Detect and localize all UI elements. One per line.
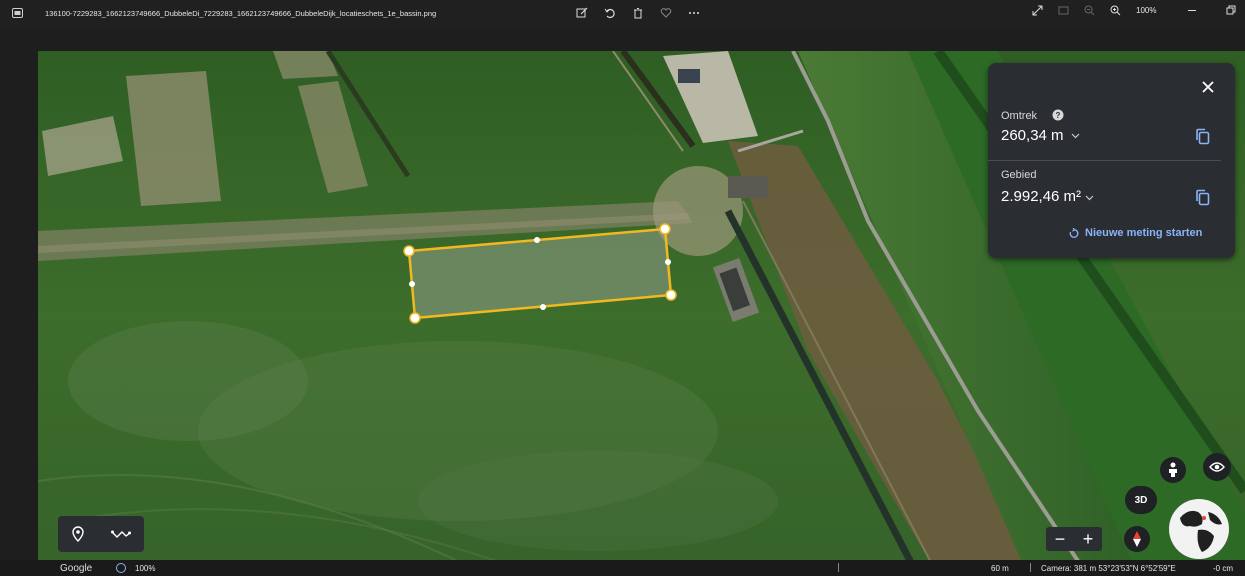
new-measurement-button[interactable]: Nieuwe meting starten xyxy=(1068,227,1202,239)
street-view-pegman-button[interactable] xyxy=(1160,457,1186,483)
zoom-out-icon[interactable] xyxy=(1084,5,1095,16)
google-logo: Google xyxy=(60,563,93,574)
help-icon[interactable]: ? xyxy=(1052,109,1064,121)
globe-icon[interactable] xyxy=(1168,498,1230,560)
map-tools xyxy=(58,516,144,552)
pegman-icon xyxy=(1169,462,1177,477)
svg-text:?: ? xyxy=(1056,111,1061,120)
vertex-handle xyxy=(409,312,421,324)
compass-button[interactable] xyxy=(1124,526,1150,552)
photos-app-icon xyxy=(12,8,23,18)
elevation-info: -0 cm xyxy=(1213,564,1233,573)
place-pin-icon[interactable] xyxy=(71,526,85,542)
perimeter-value[interactable]: 260,34 m xyxy=(1001,127,1064,144)
close-icon[interactable] xyxy=(1198,77,1218,97)
new-measurement-label: Nieuwe meting starten xyxy=(1085,227,1203,239)
scale-label: 60 m xyxy=(991,564,1009,573)
restore-icon[interactable] xyxy=(1224,5,1238,16)
copy-perimeter-icon[interactable] xyxy=(1195,128,1211,146)
vertex-handle xyxy=(659,223,671,235)
view-toggle-button[interactable] xyxy=(1203,453,1231,481)
title-bar: 136100-7229283_1662123749666_DubbeleDi_7… xyxy=(0,0,1245,28)
midpoint-handle xyxy=(409,281,415,287)
copy-area-icon[interactable] xyxy=(1195,189,1211,207)
restart-icon xyxy=(1069,227,1079,238)
expand-icon[interactable] xyxy=(1032,5,1043,16)
toggle-3d-label: 3D xyxy=(1134,494,1148,506)
image-toolbar xyxy=(575,5,701,21)
vertex-handle xyxy=(665,289,677,301)
status-bar: Google 100% 60 m Camera: 381 m 53°23'53"… xyxy=(0,560,1245,576)
satellite-map[interactable] xyxy=(38,51,1245,576)
window-title: 136100-7229283_1662123749666_DubbeleDi_7… xyxy=(45,9,437,18)
camera-info: Camera: 381 m 53°23'53"N 6°52'59"E xyxy=(1041,564,1176,573)
scale-tick xyxy=(838,563,839,572)
zoom-controls: − + xyxy=(1046,527,1102,551)
draw-path-icon[interactable] xyxy=(111,528,131,540)
midpoint-handle xyxy=(540,304,546,310)
toggle-3d-button[interactable]: 3D xyxy=(1125,486,1157,514)
midpoint-handle xyxy=(665,259,671,265)
rotate-icon[interactable] xyxy=(603,5,617,21)
view-controls: 100% xyxy=(1032,5,1238,16)
perimeter-label: Omtrek xyxy=(1001,110,1038,122)
midpoint-handle xyxy=(534,237,540,243)
area-unit-chevron-icon[interactable] xyxy=(1085,195,1094,201)
compass-icon xyxy=(1133,531,1141,547)
zoom-out-button[interactable]: − xyxy=(1054,528,1066,549)
edit-icon[interactable] xyxy=(575,5,589,21)
fit-icon[interactable] xyxy=(1058,5,1069,16)
delete-icon[interactable] xyxy=(631,5,645,21)
load-percent: 100% xyxy=(135,564,156,573)
map-terrain xyxy=(38,51,1245,576)
area-value[interactable]: 2.992,46 m² xyxy=(1001,188,1082,205)
measurement-panel: Omtrek ? 260,34 m Gebied 2.992,46 m² Nie… xyxy=(988,63,1235,258)
scale-tick xyxy=(1030,563,1031,572)
eye-icon xyxy=(1209,462,1225,472)
more-icon[interactable] xyxy=(687,5,701,21)
zoom-level: 100% xyxy=(1136,6,1157,15)
area-label: Gebied xyxy=(1001,169,1037,181)
zoom-in-icon[interactable] xyxy=(1110,5,1121,16)
favorite-icon[interactable] xyxy=(659,5,673,21)
perimeter-unit-chevron-icon[interactable] xyxy=(1071,133,1080,139)
zoom-in-button[interactable]: + xyxy=(1082,528,1094,549)
minimize-icon[interactable] xyxy=(1185,5,1199,16)
layer-ring-icon[interactable] xyxy=(116,563,126,573)
panel-divider xyxy=(988,160,1221,161)
vertex-handle xyxy=(403,245,415,257)
